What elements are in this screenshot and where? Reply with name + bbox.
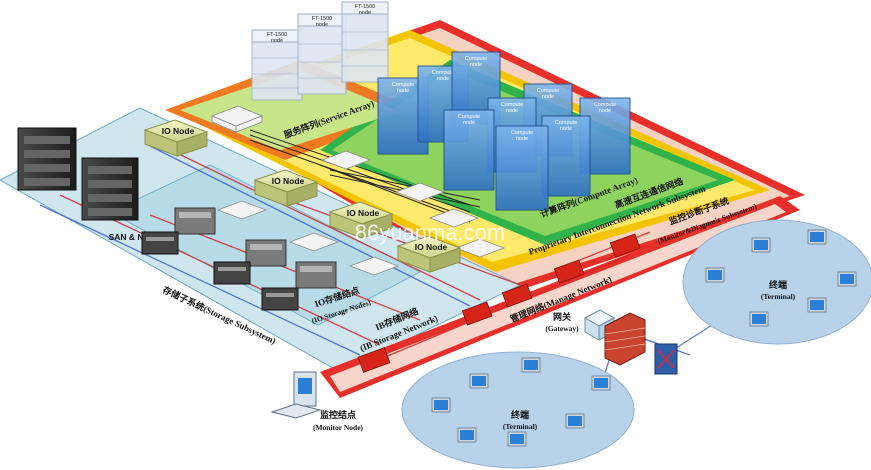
svg-text:Compute: Compute <box>594 102 616 108</box>
watermark: 86yuanma.com <box>355 220 505 245</box>
compute-node-stack: Compute node <box>495 125 549 211</box>
io-node: IO Node <box>396 235 462 273</box>
svg-text:Compute: Compute <box>501 102 523 108</box>
svg-text:FT-1500: FT-1500 <box>355 4 375 10</box>
svg-text:node: node <box>506 108 518 114</box>
svg-text:(Terminal): (Terminal) <box>761 292 796 301</box>
svg-text:Compute: Compute <box>511 130 533 136</box>
svg-text:FT-1500: FT-1500 <box>312 16 332 22</box>
svg-text:node: node <box>316 22 328 28</box>
svg-text:node: node <box>542 94 554 100</box>
svg-text:node: node <box>359 10 371 16</box>
gateway: 网关 (Gateway) <box>545 309 616 341</box>
io-node: IO Node <box>253 169 319 207</box>
svg-text:(Terminal): (Terminal) <box>503 422 538 431</box>
san-nas-label: SAN & NAS <box>109 232 156 242</box>
svg-text:node: node <box>516 136 528 142</box>
terminal-zone-right: 终端 (Terminal) <box>682 219 871 345</box>
compute-node-stack: Compute node <box>443 109 495 191</box>
svg-text:(Monitor Node): (Monitor Node) <box>313 423 364 432</box>
svg-text:node: node <box>463 120 475 126</box>
svg-text:监控结点: 监控结点 <box>320 409 356 420</box>
svg-text:(Gateway): (Gateway) <box>545 324 579 333</box>
san-nas-servers: SAN & NAS <box>17 127 156 242</box>
ft-stack-1: FT-1500 node <box>251 29 303 101</box>
svg-text:node: node <box>599 108 611 114</box>
svg-text:Compute: Compute <box>465 56 487 62</box>
io-nodes: IO Node IO Node IO Node IO Node <box>143 119 462 273</box>
svg-text:Compute: Compute <box>392 82 414 88</box>
svg-text:终端: 终端 <box>768 279 787 290</box>
compute-node-stack: Compute node <box>541 115 591 197</box>
svg-text:Compute: Compute <box>432 70 454 76</box>
svg-text:终端: 终端 <box>510 409 529 420</box>
svg-text:Compute: Compute <box>458 114 480 120</box>
manage-network-devices <box>357 233 641 373</box>
svg-text:网关: 网关 <box>553 311 571 322</box>
svg-text:Compute: Compute <box>537 88 559 94</box>
firewall-icon <box>604 312 646 366</box>
compute-array: Compute node Compute node Compute node C… <box>377 51 639 219</box>
svg-text:node: node <box>437 76 449 82</box>
svg-text:Compute: Compute <box>555 120 577 126</box>
io-node: IO Node <box>143 119 209 157</box>
switches <box>210 105 506 276</box>
router-icon <box>654 343 678 375</box>
ft-stack-3: FT-1500 node <box>341 1 389 83</box>
monitor-node: 监控结点 (Monitor Node) <box>270 371 364 432</box>
svg-text:node: node <box>470 62 482 68</box>
svg-text:IO Node: IO Node <box>347 208 380 218</box>
ft-stack-2: FT-1500 node <box>297 13 347 95</box>
svg-text:node: node <box>397 88 409 94</box>
svg-text:FT-1500: FT-1500 <box>267 32 287 38</box>
storage-nodes <box>141 207 337 311</box>
io-node: IO Node <box>328 201 394 239</box>
svg-text:IO Node: IO Node <box>162 126 195 136</box>
svg-text:IO Node: IO Node <box>415 242 448 252</box>
svg-text:node: node <box>560 126 572 132</box>
svg-text:IO Node: IO Node <box>272 176 305 186</box>
terminal-zone-bottom: 终端 (Terminal) <box>401 351 635 469</box>
svg-text:node: node <box>271 38 283 44</box>
